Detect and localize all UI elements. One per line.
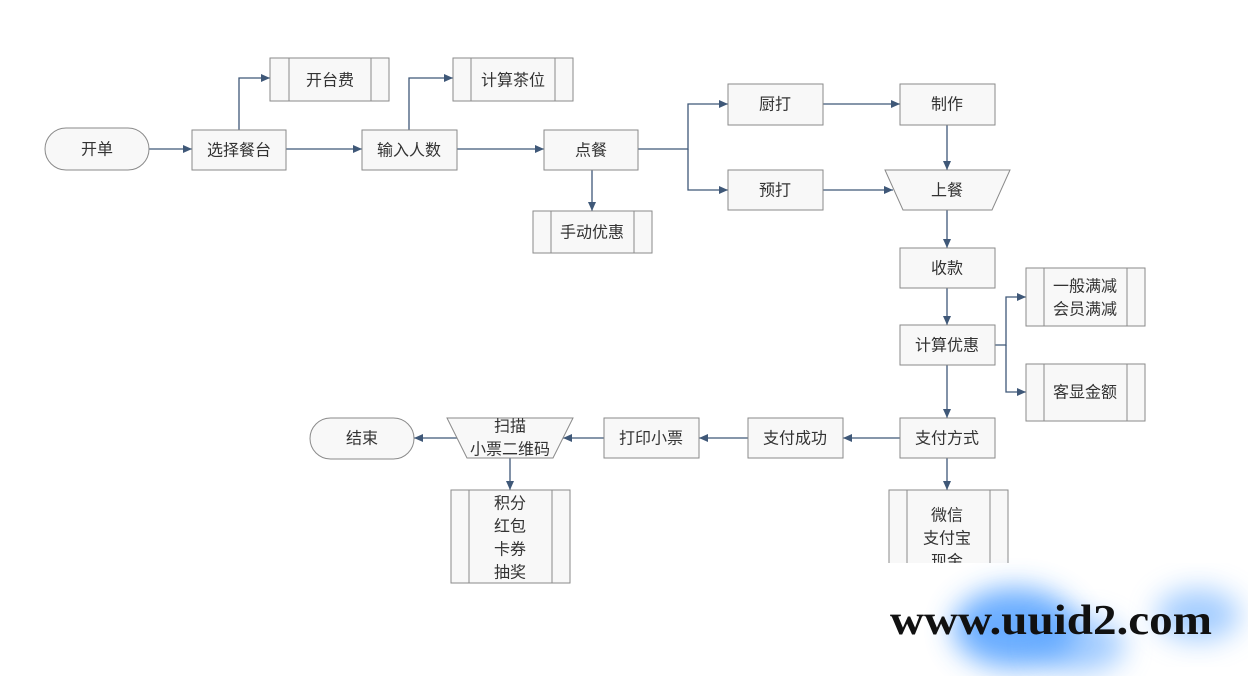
node-payment-success-label: 支付成功 xyxy=(763,429,827,448)
process-shape xyxy=(727,169,824,211)
connector-enter-guests-to-tea-fee xyxy=(408,74,453,130)
node-tea-fee-label: 计算茶位 xyxy=(481,71,545,90)
node-payment-options-line: 微信 xyxy=(931,506,963,525)
node-scan-qr-line: 小票二维码 xyxy=(470,440,550,459)
node-collect-payment: 收款 xyxy=(899,247,996,289)
node-start: 开单 xyxy=(44,127,150,171)
terminator-shape xyxy=(309,417,415,460)
node-payment-options-line: 支付宝 xyxy=(923,529,971,548)
node-kitchen-print-label: 厨打 xyxy=(759,95,791,114)
terminator-shape xyxy=(44,127,150,171)
node-serve-label: 上餐 xyxy=(931,181,963,200)
node-collect-payment-label: 收款 xyxy=(931,259,963,278)
node-make-label: 制作 xyxy=(931,95,963,114)
node-payment-success: 支付成功 xyxy=(747,417,844,459)
node-print-receipt-label: 打印小票 xyxy=(619,429,683,448)
connector-calc-discount-to-customer-display xyxy=(1005,345,1026,396)
predefined-process-shape xyxy=(1025,267,1146,327)
process-shape xyxy=(361,129,458,171)
watermark: www.uuid2.com xyxy=(848,563,1248,676)
connector-order-to-kitchen-print xyxy=(638,100,728,150)
predefined-process-shape xyxy=(269,57,390,102)
node-manual-discount-label: 手动优惠 xyxy=(560,223,624,242)
node-payment-method: 支付方式 xyxy=(899,417,996,459)
predefined-process-shape xyxy=(532,210,653,254)
process-shape xyxy=(899,417,996,459)
manual-operation-shape xyxy=(446,417,574,459)
manual-operation-shape xyxy=(884,169,1011,211)
node-rewards-line: 红包 xyxy=(494,517,526,536)
node-order-label: 点餐 xyxy=(575,141,607,160)
node-select-table-label: 选择餐台 xyxy=(207,141,271,160)
watermark-text: www.uuid2.com xyxy=(890,598,1212,644)
node-scan-qr-line: 扫描 xyxy=(494,417,526,436)
predefined-process-shape xyxy=(450,489,571,584)
connectors xyxy=(149,74,1026,490)
node-calc-discount: 计算优惠 xyxy=(899,324,996,366)
predefined-process-shape xyxy=(1025,363,1146,422)
node-payment-method-label: 支付方式 xyxy=(915,429,979,448)
connector-select-table-to-table-fee xyxy=(238,74,270,130)
node-rewards-line: 抽奖 xyxy=(494,563,526,582)
process-shape xyxy=(191,129,287,171)
node-customer-display-label: 客显金额 xyxy=(1053,383,1117,402)
node-enter-guests-label: 输入人数 xyxy=(377,141,441,160)
node-order: 点餐 xyxy=(543,129,639,171)
process-shape xyxy=(747,417,844,459)
connector-calc-discount-to-discount-types xyxy=(995,293,1026,346)
node-kitchen-print: 厨打 xyxy=(727,83,824,126)
node-manual-discount: 手动优惠 xyxy=(532,210,653,254)
node-print-receipt: 打印小票 xyxy=(603,417,700,459)
process-shape xyxy=(543,129,639,171)
watermark-glow xyxy=(1035,617,1125,673)
node-tea-fee: 计算茶位 xyxy=(452,57,574,102)
node-make: 制作 xyxy=(899,83,996,126)
node-end: 结束 xyxy=(309,417,415,460)
node-discount-types: 一般满减 会员满减 xyxy=(1025,267,1146,327)
connector-order-to-pre-print xyxy=(687,149,728,194)
node-serve: 上餐 xyxy=(884,169,1011,211)
node-enter-guests: 输入人数 xyxy=(361,129,458,171)
watermark-glow xyxy=(1156,589,1240,641)
process-shape xyxy=(899,247,996,289)
node-table-fee-label: 开台费 xyxy=(306,71,354,90)
predefined-process-shape xyxy=(452,57,574,102)
process-shape xyxy=(727,83,824,126)
process-shape xyxy=(899,83,996,126)
node-discount-types-line: 一般满减 xyxy=(1053,277,1117,296)
node-pre-print-label: 预打 xyxy=(759,181,791,200)
process-shape xyxy=(899,324,996,366)
node-discount-types-line: 会员满减 xyxy=(1053,300,1117,319)
node-select-table: 选择餐台 xyxy=(191,129,287,171)
node-end-label: 结束 xyxy=(346,429,378,448)
node-customer-display: 客显金额 xyxy=(1025,363,1146,422)
node-rewards-line: 卡券 xyxy=(494,540,526,559)
node-rewards: 积分 红包 卡券 抽奖 xyxy=(450,489,571,584)
node-rewards-line: 积分 xyxy=(494,494,526,513)
node-pre-print: 预打 xyxy=(727,169,824,211)
process-shape xyxy=(603,417,700,459)
node-table-fee: 开台费 xyxy=(269,57,390,102)
node-start-label: 开单 xyxy=(81,140,113,159)
node-calc-discount-label: 计算优惠 xyxy=(915,336,979,355)
node-scan-qr: 扫描 小票二维码 xyxy=(446,417,574,459)
